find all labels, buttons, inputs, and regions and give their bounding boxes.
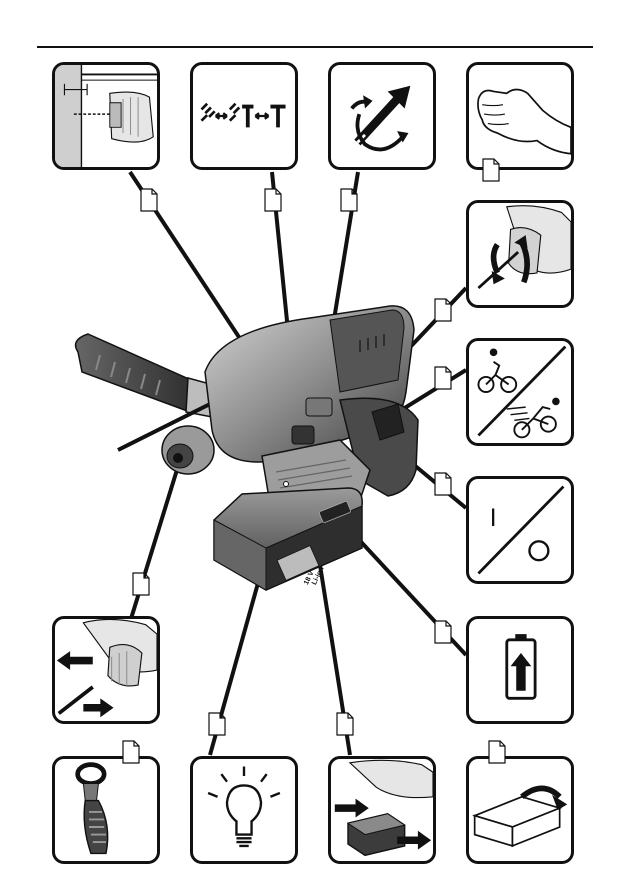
panel-battery-insert (328, 756, 436, 864)
panel-work-light (190, 756, 298, 864)
leader-bit-insert (130, 460, 180, 622)
mode-selector-icon (193, 65, 295, 167)
panel-depth-stop (52, 62, 160, 170)
panel-rotation (328, 62, 436, 170)
rotation-mode-icon (331, 65, 433, 167)
battery-pack-shape (214, 488, 362, 590)
on-off-switch-icon: I (469, 479, 571, 581)
battery-insert-icon (331, 759, 433, 861)
panel-battery-charge (466, 616, 574, 724)
panel-bit-insert (52, 616, 160, 724)
document-marker (122, 740, 140, 764)
hand-icon (469, 65, 571, 167)
panel-speed (466, 338, 574, 446)
depth-stop-icon (55, 65, 157, 167)
panel-hand (466, 62, 574, 170)
chuck-rotation-icon (469, 203, 571, 305)
panel-mode-select (190, 62, 298, 170)
document-marker (140, 188, 158, 212)
panel-carrying-case (466, 756, 574, 864)
document-marker (434, 298, 452, 322)
document-marker (336, 712, 354, 736)
on-symbol: I (490, 505, 497, 532)
speed-slow-fast-icon (469, 341, 571, 443)
document-marker (482, 158, 500, 182)
document-marker (434, 472, 452, 496)
panel-onoff: I (466, 476, 574, 584)
document-marker (132, 572, 150, 596)
panel-chuck-rotate (466, 200, 574, 308)
auxiliary-handle-icon (55, 759, 157, 861)
document-marker (488, 740, 506, 764)
document-marker (340, 188, 358, 212)
document-marker (208, 712, 226, 736)
panel-aux-handle (52, 756, 160, 864)
document-marker (434, 366, 452, 390)
bit-insert-icon (55, 619, 157, 721)
work-light-icon (193, 759, 295, 861)
battery-charge-icon (469, 619, 571, 721)
document-marker (264, 188, 282, 212)
carrying-case-icon (469, 759, 571, 861)
document-marker (434, 620, 452, 644)
